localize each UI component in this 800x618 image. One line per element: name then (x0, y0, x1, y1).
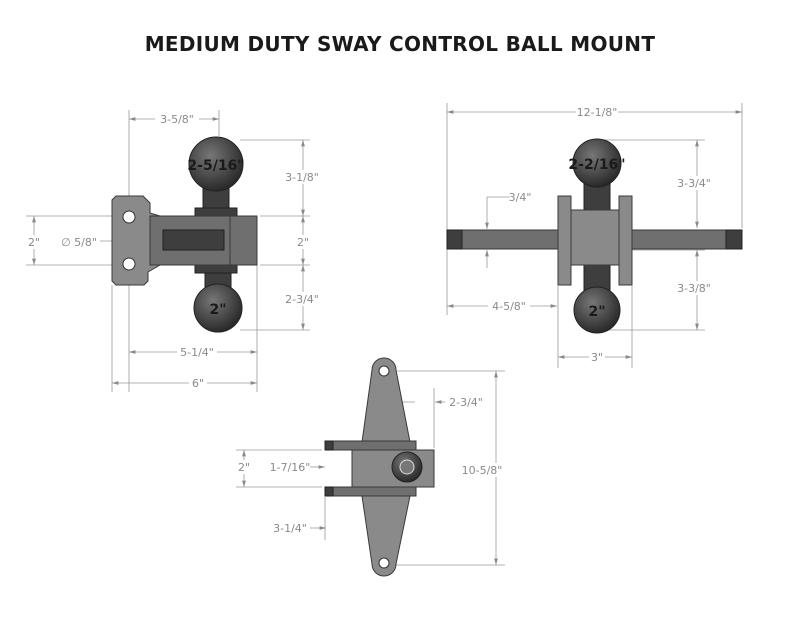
dim-label: 3" (591, 351, 603, 364)
mount-hole (122, 257, 136, 271)
drawing-title: MEDIUM DUTY SWAY CONTROL BALL MOUNT (144, 32, 656, 56)
dim-label: 6" (192, 377, 204, 390)
dim-label: 3-3/8" (677, 282, 711, 295)
side-tab (324, 440, 417, 451)
dim-label: 2-3/4" (285, 293, 319, 306)
dim-label: 4-5/8" (492, 300, 526, 313)
center-block (570, 209, 620, 266)
dim-label: 3-3/4" (677, 177, 711, 190)
top-ball (188, 136, 244, 192)
shank-slot (162, 229, 225, 251)
front-view: 2-2/16" 2" 12-1/8" 3/4" 3-3/4" 3-3/8" 4-… (446, 103, 743, 368)
ball-size-label: 2-2/16" (568, 157, 625, 173)
ball-size-label: 2" (588, 304, 605, 320)
top-ball (572, 138, 622, 188)
arm-hole (378, 365, 390, 377)
bottom-ball (193, 283, 243, 333)
dim-label: 3-1/4" (273, 522, 307, 535)
collar (194, 207, 238, 217)
dim-label: ∅ 5/8" (61, 236, 97, 249)
dim-label: 1-7/16" (270, 461, 311, 474)
mount-hole (122, 210, 136, 224)
dim-label: 2" (28, 236, 40, 249)
side-tab (324, 486, 417, 497)
bar-end-cap (725, 229, 743, 250)
dim-label: 12-1/8" (577, 106, 618, 119)
dim-label: 3/4" (509, 191, 532, 204)
dim-label: 2-3/4" (449, 396, 483, 409)
bar-end-cap (446, 229, 463, 250)
dim-label: 3-1/8" (285, 171, 319, 184)
ball-logo-icon (399, 459, 415, 475)
side-view: 2-5/16" 2" 3-5/8" 3-1/8" 2" 2-3/4" 2" ∅ … (25, 110, 322, 392)
top-view: 2-3/4" 10-5/8" 2" 1-7/16" 3-1/4" (236, 357, 506, 577)
dim-label: 5-1/4" (180, 346, 214, 359)
flange (557, 195, 572, 286)
bottom-ball (573, 286, 621, 334)
ball-size-label: 2-5/16" (187, 158, 244, 174)
dim-label: 3-5/8" (160, 113, 194, 126)
dim-label: 2" (238, 461, 250, 474)
ball-size-label: 2" (209, 302, 226, 318)
dim-label: 10-5/8" (462, 464, 503, 477)
flange (618, 195, 633, 286)
receiver-block (229, 215, 258, 266)
dim-label: 2" (297, 236, 309, 249)
arm-hole (378, 557, 390, 569)
